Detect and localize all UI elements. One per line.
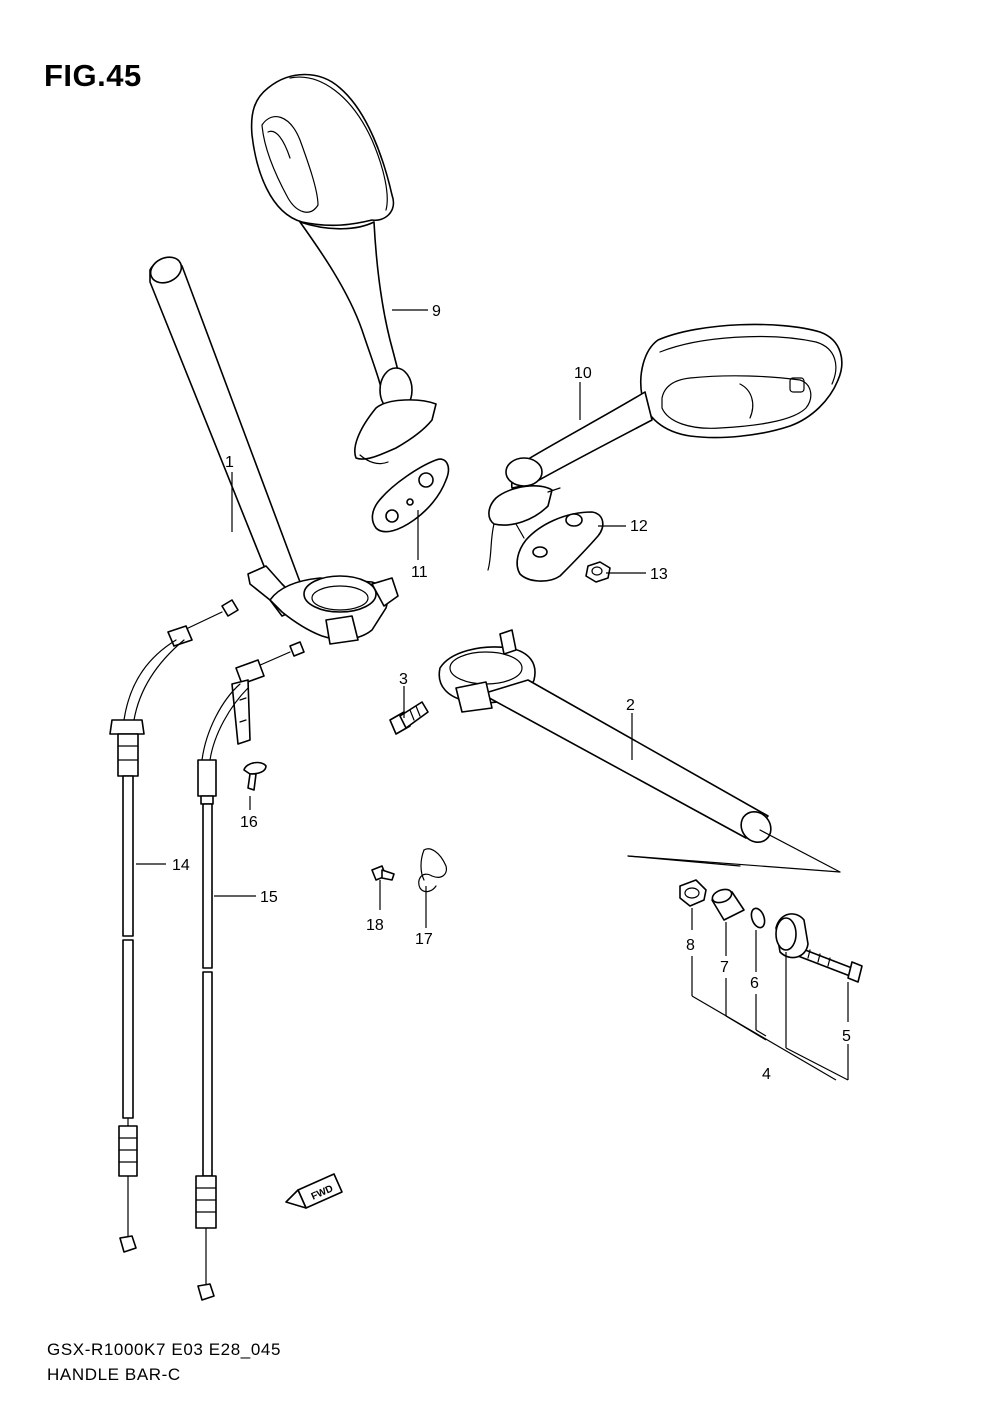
leader-lines [136,309,849,1081]
callout-18: 18 [366,917,384,934]
part-9-left-mirror [250,73,437,465]
part-10-right-mirror [487,323,843,571]
part-3-bolt [389,701,429,735]
part-4-bar-end-weight [775,913,809,959]
model-code: GSX-R1000K7 E03 E28_045 [47,1340,282,1359]
figure-title: FIG.45 [44,58,142,93]
part-2-right-handlebar [438,629,772,844]
callout-15: 15 [260,889,278,906]
callout-14: 14 [172,857,190,874]
callout-7: 7 [720,959,729,976]
part-5-screw [797,947,863,983]
callout-6: 6 [750,975,759,992]
callout-16: 16 [240,814,258,831]
part-14-throttle-cable [109,599,239,1253]
callout-5: 5 [842,1028,851,1045]
callout-8: 8 [686,937,695,954]
callout-labels: 1 2 3 4 5 6 7 8 9 10 11 12 13 14 15 16 1… [172,303,851,1083]
part-7-spacer [711,888,745,921]
callout-9: 9 [432,303,441,320]
part-11-mirror-bracket [371,458,450,533]
part-18-bolt [371,865,395,881]
part-12-mirror-bracket [516,511,604,582]
callout-13: 13 [650,566,668,583]
section-name: HANDLE BAR-C [47,1365,181,1384]
callout-4: 4 [762,1066,771,1083]
callout-10: 10 [574,365,592,382]
callout-3: 3 [399,671,408,688]
part-6-washer [750,907,766,929]
callout-17: 17 [415,931,433,948]
callout-11: 11 [411,564,428,581]
fwd-direction-arrow: FWD [285,1173,343,1209]
part-13-nut [585,561,611,583]
part-16-screw [243,761,267,791]
callout-2: 2 [626,697,635,714]
part-15-return-cable [195,641,305,1301]
part-1-left-handlebar [149,256,399,645]
callout-12: 12 [630,518,648,535]
part-17-clip [418,848,447,893]
bar-end-assembly [627,829,841,873]
callout-1: 1 [225,454,234,471]
part-8-collar [679,879,707,907]
